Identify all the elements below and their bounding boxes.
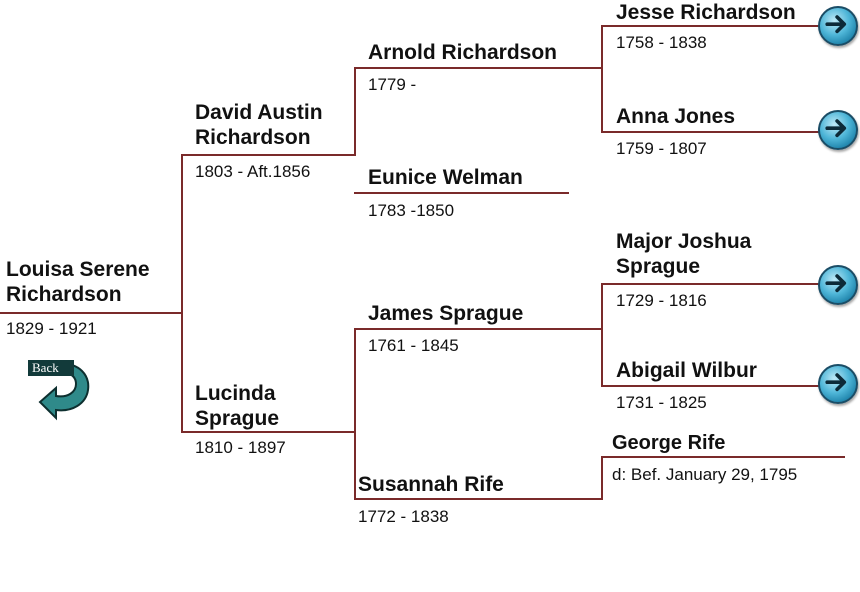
arrow-right-icon: [825, 373, 847, 392]
person-name-lucinda[interactable]: Lucinda Sprague: [195, 382, 280, 430]
connector-line: [601, 25, 819, 27]
next-generation-button-anna[interactable]: [818, 110, 858, 150]
person-dates-arnold: 1779 -: [368, 75, 417, 94]
back-button[interactable]: [28, 358, 94, 424]
person-name-arnold[interactable]: Arnold Richardson: [368, 41, 558, 64]
person-dates-lucinda: 1810 - 1897: [195, 438, 286, 457]
curved-back-arrow-icon: [38, 362, 90, 421]
connector-line: [601, 457, 603, 500]
connector-line: [181, 431, 356, 433]
connector-line: [601, 456, 845, 458]
person-name-joshua[interactable]: Major Joshua Sprague: [616, 230, 752, 278]
person-dates-joshua: 1729 - 1816: [616, 291, 707, 310]
connector-line: [181, 154, 356, 156]
connector-line: [354, 498, 602, 500]
person-name-george[interactable]: George Rife: [612, 432, 726, 454]
connector-line: [354, 68, 356, 156]
person-dates-david: 1803 - Aft.1856: [195, 162, 311, 181]
connector-line: [354, 329, 356, 499]
arrow-right-icon: [825, 15, 847, 34]
next-generation-button-joshua[interactable]: [818, 265, 858, 305]
person-dates-james: 1761 - 1845: [368, 336, 459, 355]
connector-line: [181, 155, 183, 433]
person-dates-anna: 1759 - 1807: [616, 139, 707, 158]
connector-line: [0, 312, 182, 314]
connector-line: [601, 284, 603, 386]
connector-line: [354, 328, 602, 330]
next-generation-button-abigail[interactable]: [818, 364, 858, 404]
person-name-eunice[interactable]: Eunice Welman: [368, 166, 523, 189]
connector-line: [601, 131, 819, 133]
person-name-david[interactable]: David Austin Richardson: [195, 101, 323, 149]
person-dates-abigail: 1731 - 1825: [616, 393, 707, 412]
person-dates-george: d: Bef. January 29, 1795: [612, 465, 798, 484]
back-label: Back: [28, 360, 74, 376]
person-dates-susannah: 1772 - 1838: [358, 507, 449, 526]
person-name-abigail[interactable]: Abigail Wilbur: [616, 359, 757, 382]
arrow-right-icon: [825, 274, 847, 293]
person-name-louisa[interactable]: Louisa Serene Richardson: [6, 258, 150, 306]
person-dates-louisa: 1829 - 1921: [6, 319, 97, 338]
connector-line: [601, 283, 819, 285]
person-name-jesse[interactable]: Jesse Richardson: [616, 1, 796, 24]
next-generation-button-jesse[interactable]: [818, 6, 858, 46]
person-dates-jesse: 1758 - 1838: [616, 33, 707, 52]
connector-line: [354, 192, 569, 194]
person-name-susannah[interactable]: Susannah Rife: [358, 473, 504, 496]
connector-line: [354, 67, 602, 69]
person-dates-eunice: 1783 -1850: [368, 201, 455, 220]
person-name-anna[interactable]: Anna Jones: [616, 105, 736, 128]
person-name-james[interactable]: James Sprague: [368, 302, 524, 325]
connector-line: [601, 26, 603, 132]
arrow-right-icon: [825, 119, 847, 138]
connector-line: [601, 385, 819, 387]
